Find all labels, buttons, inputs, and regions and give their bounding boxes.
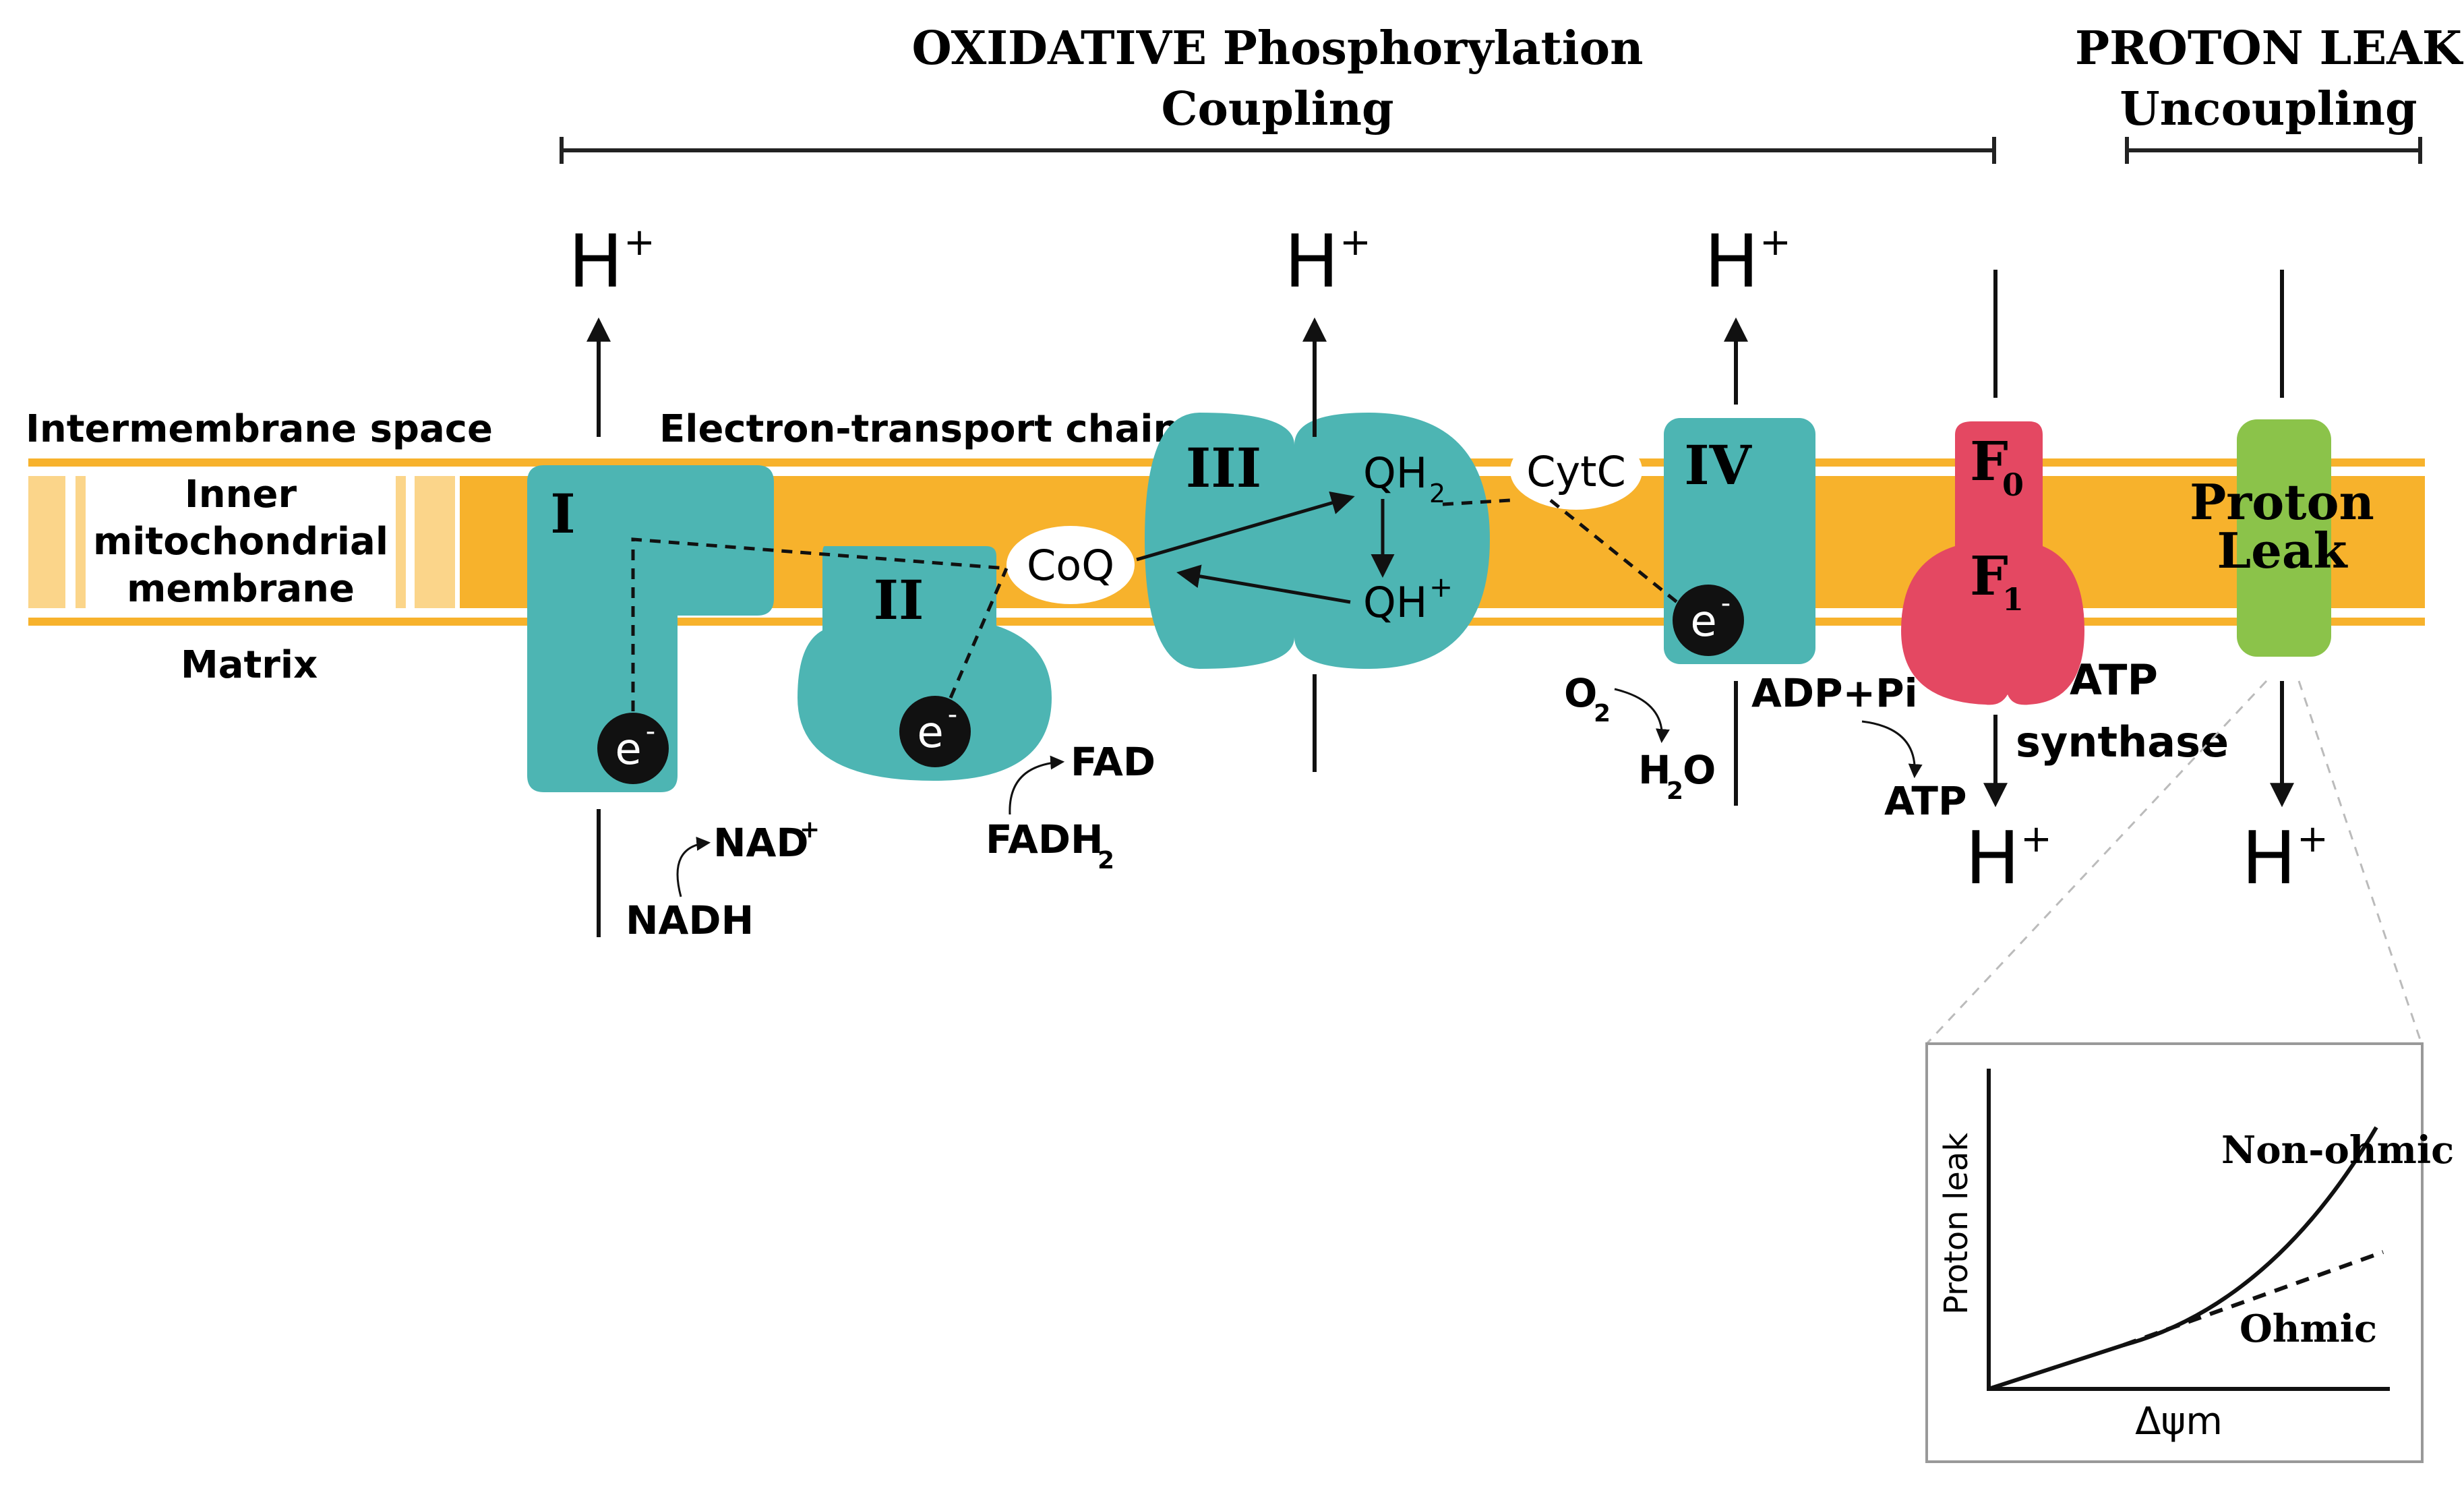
fadh2-label: FADH (986, 816, 1104, 862)
inset-x-label: Δψm (2135, 1400, 2223, 1444)
proton-label-iv: H (1704, 220, 1759, 304)
svg-text:+: + (1760, 220, 1791, 264)
proton-label-iii: H (1284, 220, 1339, 304)
complex-iv: IV e - (1664, 418, 1815, 664)
complex-iii: III QH 2 QH + (1145, 413, 1490, 669)
proton-leak-channel: Proton Leak (2190, 419, 2374, 657)
atp-product-label: ATP (1884, 778, 1966, 824)
membrane-stripe (28, 476, 65, 608)
electron-icon (597, 713, 669, 784)
proton-label-leak: H (2242, 816, 2296, 901)
svg-text:+: + (1340, 220, 1371, 264)
svg-text:+: + (2020, 817, 2052, 861)
oxphos-bracket (560, 137, 1996, 164)
complex-i-label: I (550, 482, 575, 545)
atp-synthase: F 0 F 1 (1901, 421, 2084, 705)
proton-leak-label-1: Proton (2190, 473, 2374, 531)
svg-text:CoQ: CoQ (1027, 541, 1114, 590)
leak-header: PROTON LEAK Uncoupling (2075, 22, 2464, 164)
svg-text:e: e (917, 708, 943, 758)
proton-labels: H + H + H + H + H + (568, 220, 2328, 901)
svg-text:e: e (1690, 597, 1716, 647)
svg-text:+: + (624, 220, 655, 264)
svg-text:-: - (1721, 588, 1731, 619)
svg-text:e: e (615, 725, 641, 775)
inner-membrane-label-2: mitochondrial (93, 520, 388, 564)
electron-paths (631, 491, 1680, 711)
ohmic-line (2122, 1250, 2384, 1347)
o2-to-h2o-arrow (1614, 688, 1670, 744)
etc-label: Electron-transport chain (659, 407, 1180, 451)
proton-leak-label-2: Leak (2217, 522, 2349, 579)
fadh2-to-fad-arrow (1009, 755, 1065, 815)
svg-text:2: 2 (1098, 847, 1114, 874)
nadh-label: NADH (626, 897, 754, 943)
substrates: NADH NAD + FAD FADH 2 O 2 H 2 O ADP+Pi A… (626, 655, 2229, 943)
svg-text:+: + (2297, 817, 2328, 861)
inner-membrane-label-3: membrane (127, 567, 355, 611)
inset-frame (1925, 1042, 2424, 1463)
svg-text:2: 2 (1594, 700, 1611, 727)
nadh-to-nad-arrow (676, 836, 711, 897)
svg-text:+: + (800, 816, 820, 843)
complex-ii: II e - (798, 546, 1052, 781)
fad-label: FAD (1071, 739, 1155, 785)
matrix-label: Matrix (181, 643, 318, 687)
nad-label: NAD (713, 820, 809, 866)
o2-label: O (1564, 670, 1597, 716)
proton-label-i: H (568, 220, 623, 304)
svg-text:1: 1 (2002, 581, 2024, 618)
svg-text:2: 2 (1666, 777, 1683, 805)
inset-plot: Proton leak Δψm Non-ohmic Ohmic (1925, 1042, 2454, 1463)
coq-carrier: CoQ (1006, 526, 1135, 604)
qh-to-coq-arrow (1176, 564, 1351, 604)
electron-path-complex-ii (949, 568, 1009, 699)
adp-to-atp-arrow (1861, 720, 1923, 779)
leak-subtitle: Uncoupling (2120, 82, 2417, 136)
atp-synthase-label-2: synthase (2016, 717, 2229, 767)
svg-text:-: - (948, 699, 957, 730)
h2o-label: H (1638, 747, 1671, 793)
zoom-guides (1925, 680, 2423, 1045)
membrane-stripe (415, 476, 455, 608)
leak-bracket (2125, 137, 2422, 164)
electron-icon (899, 696, 971, 767)
qh2-label: QH (1363, 448, 1427, 498)
oxphos-title: OXIDATIVE Phosphorylation (911, 22, 1643, 76)
ohmic-label: Ohmic (2240, 1307, 2377, 1351)
svg-text:CytC: CytC (1526, 447, 1626, 496)
adp-pi-label: ADP+Pi (1751, 670, 1918, 716)
oxphos-subtitle: Coupling (1161, 82, 1393, 136)
svg-text:-: - (646, 716, 655, 747)
complex-ii-label: II (874, 568, 924, 632)
membrane-stripe (396, 476, 406, 608)
svg-text:+: + (1429, 570, 1453, 603)
qh-label: QH (1363, 578, 1427, 627)
f1-label: F (1970, 544, 2008, 607)
complex-iv-label: IV (1684, 434, 1752, 497)
f0-label: F (1970, 429, 2008, 493)
svg-text:0: 0 (2002, 467, 2024, 503)
non-ohmic-label: Non-ohmic (2221, 1128, 2454, 1172)
membrane-stripe (76, 476, 86, 608)
complex-iii-label: III (1186, 436, 1261, 500)
oxphos-header: OXIDATIVE Phosphorylation Coupling (560, 22, 1996, 164)
complex-i: I e - (527, 465, 774, 792)
intermembrane-label: Intermembrane space (26, 407, 493, 451)
electron-icon (1673, 585, 1744, 656)
electron-path-complex-iv (1442, 498, 1680, 605)
leak-title: PROTON LEAK (2075, 22, 2464, 76)
atp-synthase-label-1: ATP (2070, 655, 2158, 705)
svg-text:O: O (1683, 747, 1716, 793)
coq-to-qh2-arrow (1136, 491, 1355, 562)
inset-y-label: Proton leak (1937, 1133, 1975, 1315)
inner-membrane-label-1: Inner (185, 473, 297, 516)
proton-pumps (587, 270, 2294, 937)
electron-path-complex-i (631, 537, 1007, 711)
cytc-carrier: CytC (1510, 432, 1642, 510)
proton-label-atp-synthase: H (1965, 816, 2020, 901)
